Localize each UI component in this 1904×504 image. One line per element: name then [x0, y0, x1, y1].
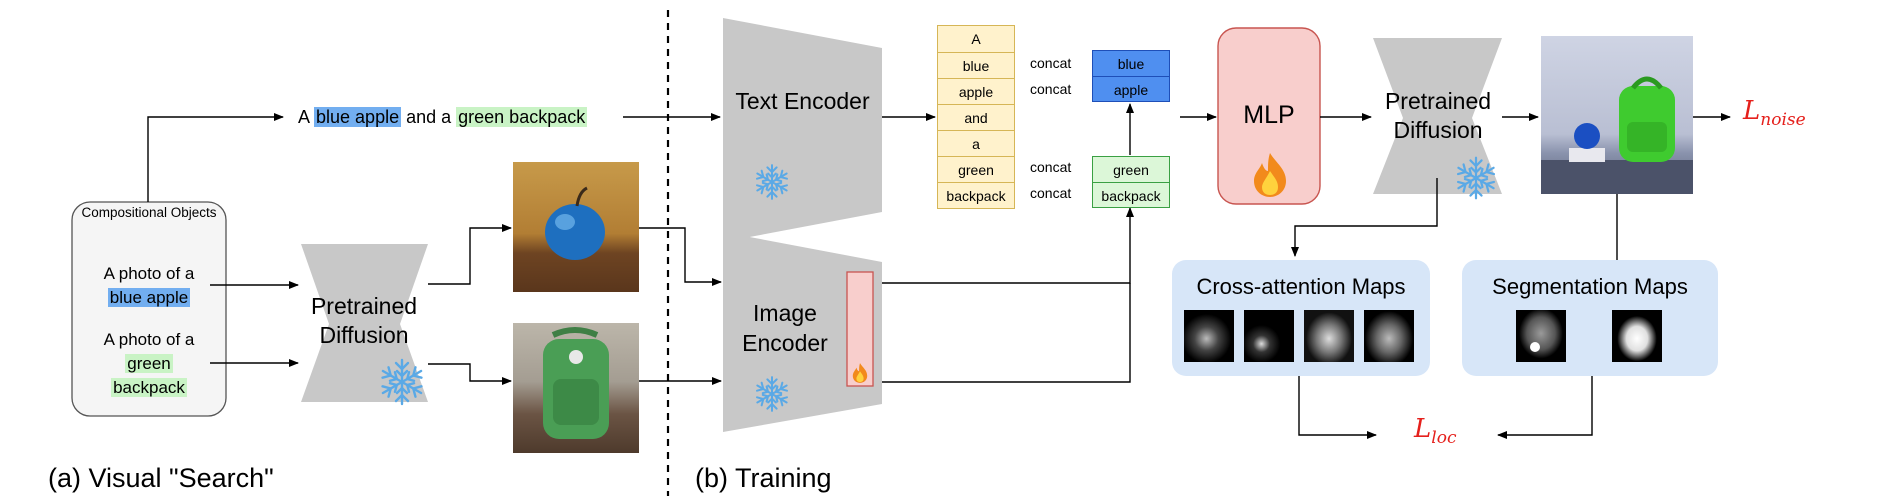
- snowflake-icon: [1454, 156, 1498, 200]
- backpack-prompt: A photo of a green backpack: [72, 328, 226, 400]
- token-cell: blue: [938, 52, 1014, 78]
- text-encoder-shape: [723, 18, 882, 242]
- flame-icon: [1254, 153, 1286, 197]
- objects-box-title: Compositional Objects: [81, 205, 217, 220]
- apple-to-image-encoder-arrow: [639, 227, 722, 286]
- snowflake-icon: [378, 358, 426, 406]
- diffusion-label-a: Pretrained Diffusion: [310, 293, 418, 348]
- segmentation-to-loss-arrow: [1497, 376, 1593, 439]
- token-cell: backpack: [938, 182, 1014, 208]
- segmentation-blob: [1530, 342, 1540, 352]
- apple-prompt: A photo of a blue apple: [72, 262, 226, 310]
- concat-green-group: green backpack: [1092, 156, 1170, 208]
- backpack-illustration: [543, 327, 609, 439]
- backpack-prompt-word1: green: [125, 354, 173, 373]
- backpack-prompt-word2: backpack: [111, 378, 187, 397]
- token-column: A blue apple and a green backpack: [937, 25, 1015, 209]
- image-encoder-label: Image Encoder: [742, 300, 828, 356]
- pretrained-diffusion-shape-b: [1373, 38, 1502, 194]
- sentence-prefix: A: [298, 107, 315, 127]
- token-cell: a: [938, 130, 1014, 156]
- caption-visual-search: (a) Visual "Search": [48, 463, 274, 493]
- token-cell: A: [971, 31, 981, 47]
- backpack-prompt-prefix: A photo of a: [103, 330, 195, 349]
- token-cell: and: [938, 104, 1014, 130]
- mlp-label: MLP: [1243, 101, 1295, 129]
- diffusion-to-backpack-arrow: [428, 363, 512, 385]
- concat-token-apple: apple: [1093, 76, 1169, 102]
- apple-prompt-highlight: blue apple: [107, 288, 191, 307]
- diffusion-label-b: Pretrained Diffusion: [1384, 88, 1492, 143]
- concat-blue-group: blue apple: [1092, 50, 1170, 102]
- concat-token-blue: blue: [1117, 56, 1145, 72]
- apple-prompt-prefix: A photo of a: [103, 264, 195, 283]
- compositional-sentence: A blue apple and a green backpack: [298, 105, 588, 129]
- loss-loc: Lloc: [1414, 414, 1456, 453]
- image-encoder-to-green-concat-arrow: [882, 207, 1134, 284]
- loss-noise-sub: noise: [1760, 110, 1806, 131]
- segmentation-map-thumb: [1612, 310, 1662, 362]
- concat-label: concat: [1030, 159, 1072, 175]
- output-illustration: [1541, 76, 1693, 194]
- text-encoder-label: Text Encoder: [735, 88, 870, 114]
- generated-output-image: [1541, 36, 1693, 194]
- image-encoder-shape: [723, 232, 882, 432]
- segmentation-map-thumb: [1516, 310, 1566, 362]
- flame-icon: [852, 363, 868, 383]
- cross-attention-panel: Cross-attention Maps: [1172, 260, 1430, 376]
- cross-attention-to-loss-arrow: [1298, 376, 1377, 439]
- token-cell: apple: [938, 78, 1014, 104]
- objects-to-sentence-arrow: [147, 113, 284, 202]
- loss-noise: Lnoise: [1743, 96, 1806, 135]
- diffusion-to-cross-attention-arrow: [1291, 178, 1438, 257]
- concat-token-green: green: [1113, 162, 1149, 178]
- attention-map-thumb: [1244, 310, 1294, 362]
- image-encoder-backpack-line: [882, 283, 1131, 383]
- segmentation-title: Segmentation Maps: [1492, 274, 1688, 299]
- concat-token-backpack: backpack: [1093, 182, 1169, 208]
- sentence-middle: and a: [401, 107, 457, 127]
- attention-map-thumb: [1304, 310, 1354, 362]
- snowflake-icon: [754, 164, 790, 200]
- cross-attention-title: Cross-attention Maps: [1196, 274, 1406, 299]
- caption-training: (b) Training: [695, 463, 832, 493]
- attention-map-thumb: [1184, 310, 1234, 362]
- attention-map-thumb: [1364, 310, 1414, 362]
- segmentation-panel: Segmentation Maps: [1462, 260, 1718, 376]
- generated-backpack-image: [513, 323, 639, 453]
- concat-label: concat: [1030, 55, 1072, 71]
- apple-illustration: [545, 186, 605, 260]
- mlp-box: [1217, 27, 1321, 205]
- loss-noise-base: L: [1743, 96, 1761, 126]
- loss-loc-base: L: [1414, 414, 1432, 444]
- concat-label: concat: [1030, 185, 1072, 201]
- sentence-green-backpack: green backpack: [456, 107, 588, 127]
- diffusion-to-apple-arrow: [428, 224, 512, 285]
- token-cell: green: [938, 156, 1014, 182]
- sentence-blue-apple: blue apple: [314, 107, 402, 127]
- compositional-objects-box: [71, 201, 227, 417]
- loss-loc-sub: loc: [1431, 428, 1457, 449]
- concat-label: concat: [1030, 81, 1072, 97]
- snowflake-icon: [754, 376, 790, 412]
- generated-apple-image: [513, 162, 639, 292]
